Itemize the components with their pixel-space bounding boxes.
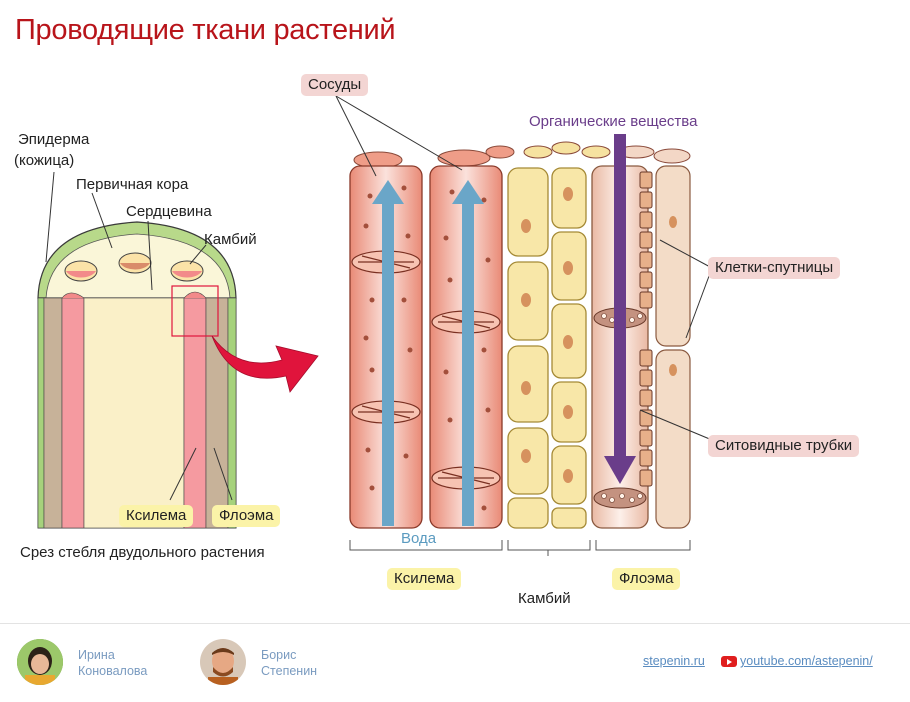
footer-divider <box>0 623 910 624</box>
water-flow-arrows <box>372 180 484 526</box>
zoom-arrow <box>211 335 319 393</box>
label-vessels: Сосуды <box>301 74 369 96</box>
label-sieve-tubes: Ситовидные трубки <box>708 435 860 457</box>
label-xylem-left: Ксилема <box>119 505 194 527</box>
youtube-link[interactable]: youtube.com/astepenin/ <box>740 654 873 668</box>
label-organic: Органические вещества <box>529 113 698 130</box>
label-phloem-right: Флоэма <box>612 568 681 590</box>
label-epidermis-paren: (кожица) <box>14 152 75 169</box>
label-cambium-left: Камбий <box>204 231 257 248</box>
stem-cross-section <box>37 221 237 529</box>
stem-diagram <box>37 95 713 556</box>
label-cambium-right: Камбий <box>518 590 571 607</box>
tissue-zoom <box>349 134 691 529</box>
label-phloem-left: Флоэма <box>212 505 281 527</box>
site-link[interactable]: stepenin.ru <box>643 654 705 668</box>
author-irina: Ирина Коновалова <box>78 647 147 680</box>
label-pith: Сердцевина <box>126 203 212 220</box>
author-boris-last: Степенин <box>261 664 318 679</box>
label-cortex: Первичная кора <box>76 176 189 193</box>
organic-flow-arrow <box>604 134 636 484</box>
author-irina-first: Ирина <box>78 648 115 662</box>
youtube-icon <box>721 656 737 667</box>
tissue-brackets <box>349 540 691 556</box>
page-title: Проводящие ткани растений <box>15 14 396 46</box>
left-leader-lines <box>45 171 233 501</box>
avatar-irina <box>17 639 63 685</box>
caption: Срез стебля двудольного растения <box>20 544 265 561</box>
author-irina-last: Коновалова <box>78 664 148 679</box>
right-leader-lines <box>335 95 713 441</box>
label-companion-cells: Клетки-спутницы <box>708 257 841 279</box>
avatar-boris <box>200 639 246 685</box>
author-boris-first: Борис <box>261 648 297 662</box>
author-boris: Борис Степенин <box>261 647 317 680</box>
label-water: Вода <box>401 530 437 547</box>
label-xylem-right: Ксилема <box>387 568 462 590</box>
label-epidermis: Эпидерма <box>18 131 90 148</box>
